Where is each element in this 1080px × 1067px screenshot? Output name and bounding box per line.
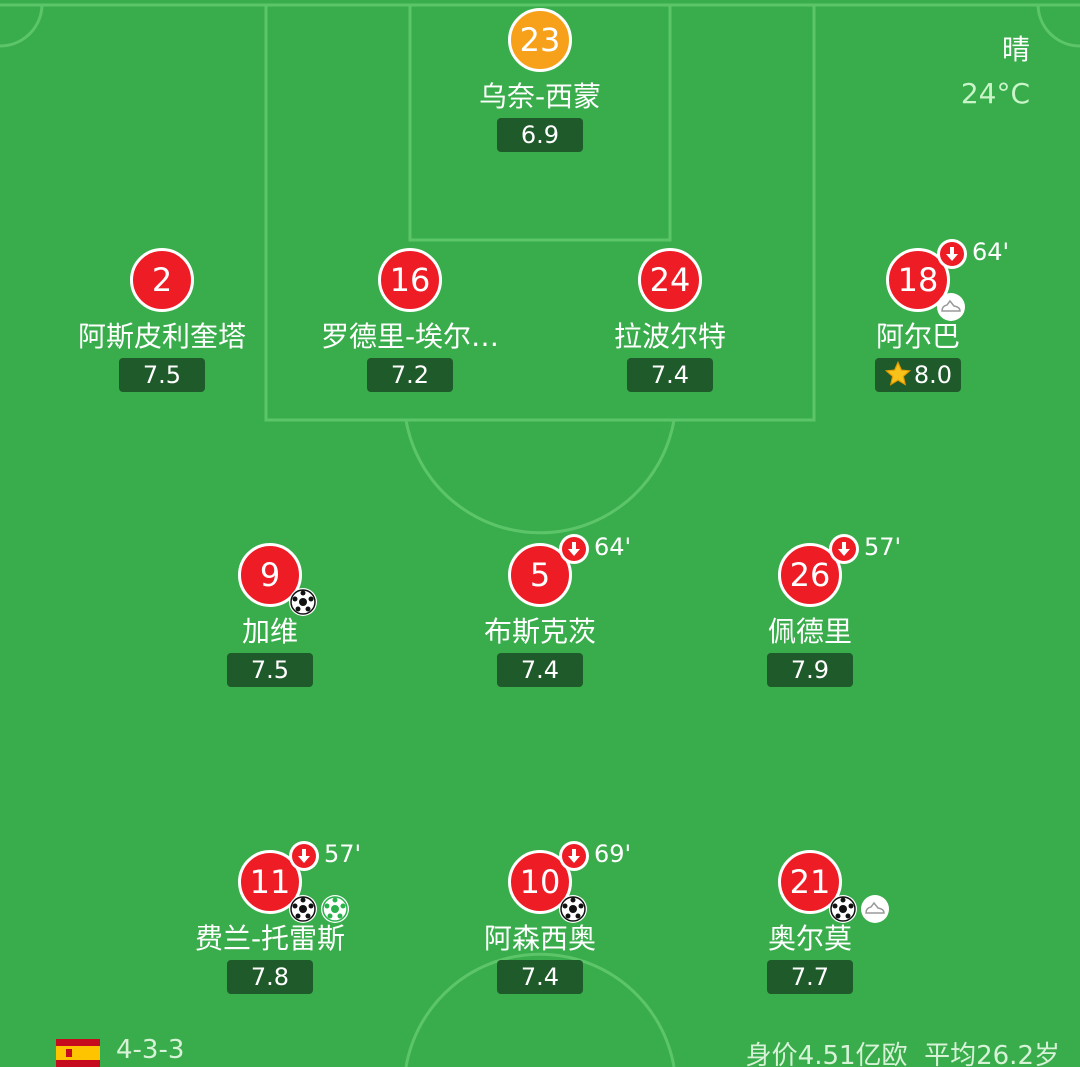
sub-out-icon: [829, 534, 859, 564]
sub-out-icon: [937, 239, 967, 269]
player-rating: 6.9: [497, 118, 583, 152]
player-number-circle: 21: [778, 850, 889, 923]
player-name: 奥尔莫: [767, 922, 852, 955]
player-number-circle: 24: [638, 248, 702, 312]
player-name: 加维: [241, 615, 298, 648]
player-rating: 7.8: [227, 960, 313, 994]
player-card[interactable]: 23 乌奈-西蒙 6.9: [410, 8, 670, 152]
assist-boot-icon: [861, 895, 889, 923]
average-age: 平均26.2岁: [924, 1041, 1060, 1067]
assist-boot-icon: [937, 293, 965, 321]
player-number-circle: 16: [378, 248, 442, 312]
player-card[interactable]: 9 加维 7.5: [140, 543, 400, 687]
player-number-circle: 23: [508, 8, 572, 72]
player-number-circle: 9: [238, 543, 317, 616]
goal-ball-icon: [289, 895, 317, 923]
lineup-footer: 4-3-3 身价4.51亿欧 平均26.2岁: [0, 1033, 1080, 1067]
player-number: 10: [519, 863, 561, 901]
player-name: 乌奈-西蒙: [478, 80, 602, 113]
player-card[interactable]: 11 57' 费兰-托雷斯 7.8: [140, 840, 400, 994]
goal-ball-icon: [829, 895, 857, 923]
player-number: 26: [789, 556, 831, 594]
player-rating: 7.4: [627, 358, 713, 392]
player-rating-mvp: 8.0: [875, 358, 961, 392]
goal-ball-icon: [289, 588, 317, 616]
player-card[interactable]: 24 拉波尔特 7.4: [540, 248, 800, 392]
sub-time: 69': [594, 840, 632, 868]
weather-condition: 晴: [1001, 33, 1030, 66]
sub-out-icon: [289, 841, 319, 871]
player-name: 阿森西奥: [483, 922, 596, 955]
team-value-stats: 身价4.51亿欧 平均26.2岁: [746, 1035, 1060, 1067]
player-card[interactable]: 18 64' 阿尔巴 8.0: [788, 238, 1048, 392]
spain-flag-icon: [56, 1039, 100, 1067]
player-number: 9: [259, 556, 281, 594]
penalty-goal-icon: [321, 895, 349, 923]
weather-info: 晴 24°C: [961, 28, 1030, 116]
player-name: 佩德里: [767, 615, 852, 648]
goal-ball-icon: [559, 895, 587, 923]
player-number: 21: [789, 863, 831, 901]
player-number: 2: [151, 261, 173, 299]
player-rating: 7.4: [497, 653, 583, 687]
player-number: 5: [529, 556, 551, 594]
player-rating: 7.4: [497, 960, 583, 994]
player-rating: 7.2: [367, 358, 453, 392]
player-rating: 7.9: [767, 653, 853, 687]
weather-temperature: 24°C: [960, 77, 1030, 110]
star-icon: [884, 360, 911, 386]
player-number-circle: 26: [778, 534, 859, 607]
sub-time: 57': [864, 533, 902, 561]
player-rating: 7.5: [119, 358, 205, 392]
player-number-circle: 2: [130, 248, 194, 312]
player-card[interactable]: 5 64' 布斯克茨 7.4: [410, 533, 670, 687]
sub-time: 57': [324, 840, 362, 868]
player-name: 拉波尔特: [613, 320, 726, 353]
sub-time: 64': [594, 533, 632, 561]
player-number: 11: [249, 863, 291, 901]
player-number: 24: [649, 261, 691, 299]
player-number: 16: [389, 261, 431, 299]
sub-time: 64': [972, 238, 1010, 266]
player-number-circle: 18: [886, 239, 967, 321]
player-rating: 8.0: [913, 361, 953, 389]
player-name: 布斯克茨: [483, 615, 596, 648]
player-name: 费兰-托雷斯: [194, 922, 346, 955]
player-number: 18: [897, 261, 939, 299]
player-rating: 7.7: [767, 960, 853, 994]
player-number-circle: 10: [508, 841, 589, 923]
sub-out-icon: [559, 534, 589, 564]
player-name: 罗德里-埃尔…: [320, 320, 500, 353]
formation-label: 4-3-3: [116, 1035, 185, 1065]
player-card[interactable]: 2 阿斯皮利奎塔 7.5: [32, 248, 292, 392]
player-name: 阿尔巴: [875, 320, 960, 353]
player-card[interactable]: 26 57' 佩德里 7.9: [680, 533, 940, 687]
sub-out-icon: [559, 841, 589, 871]
player-number-circle: 11: [238, 841, 349, 923]
player-number-circle: 5: [508, 534, 589, 607]
player-number: 23: [519, 21, 561, 59]
player-card[interactable]: 10 69' 阿森西奥 7.4: [410, 840, 670, 994]
player-card[interactable]: 16 罗德里-埃尔… 7.2: [280, 248, 540, 392]
player-name: 阿斯皮利奎塔: [77, 320, 246, 353]
player-rating: 7.5: [227, 653, 313, 687]
player-card[interactable]: 21 奥尔莫 7.7: [680, 850, 940, 994]
market-value: 身价4.51亿欧: [745, 1041, 908, 1067]
